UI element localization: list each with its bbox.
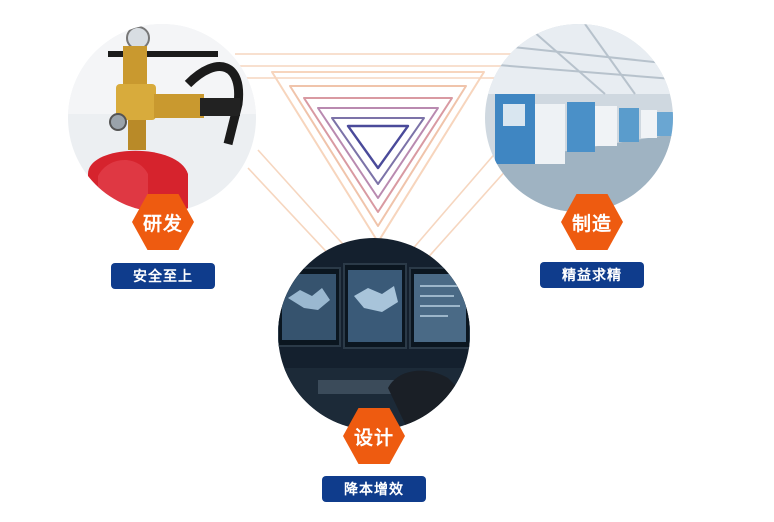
manufacturing-photo <box>485 24 673 212</box>
rnd-photo <box>68 24 256 212</box>
manufacturing-tag: 精益求精 <box>540 262 644 288</box>
design-photo <box>278 238 470 430</box>
monitors-image-icon <box>278 238 470 430</box>
factory-image-icon <box>485 24 673 212</box>
rnd-tag: 安全至上 <box>111 263 215 289</box>
valve-image-icon <box>68 24 256 212</box>
design-tag: 降本增效 <box>322 476 426 502</box>
design-badge: 设计 <box>343 408 405 464</box>
